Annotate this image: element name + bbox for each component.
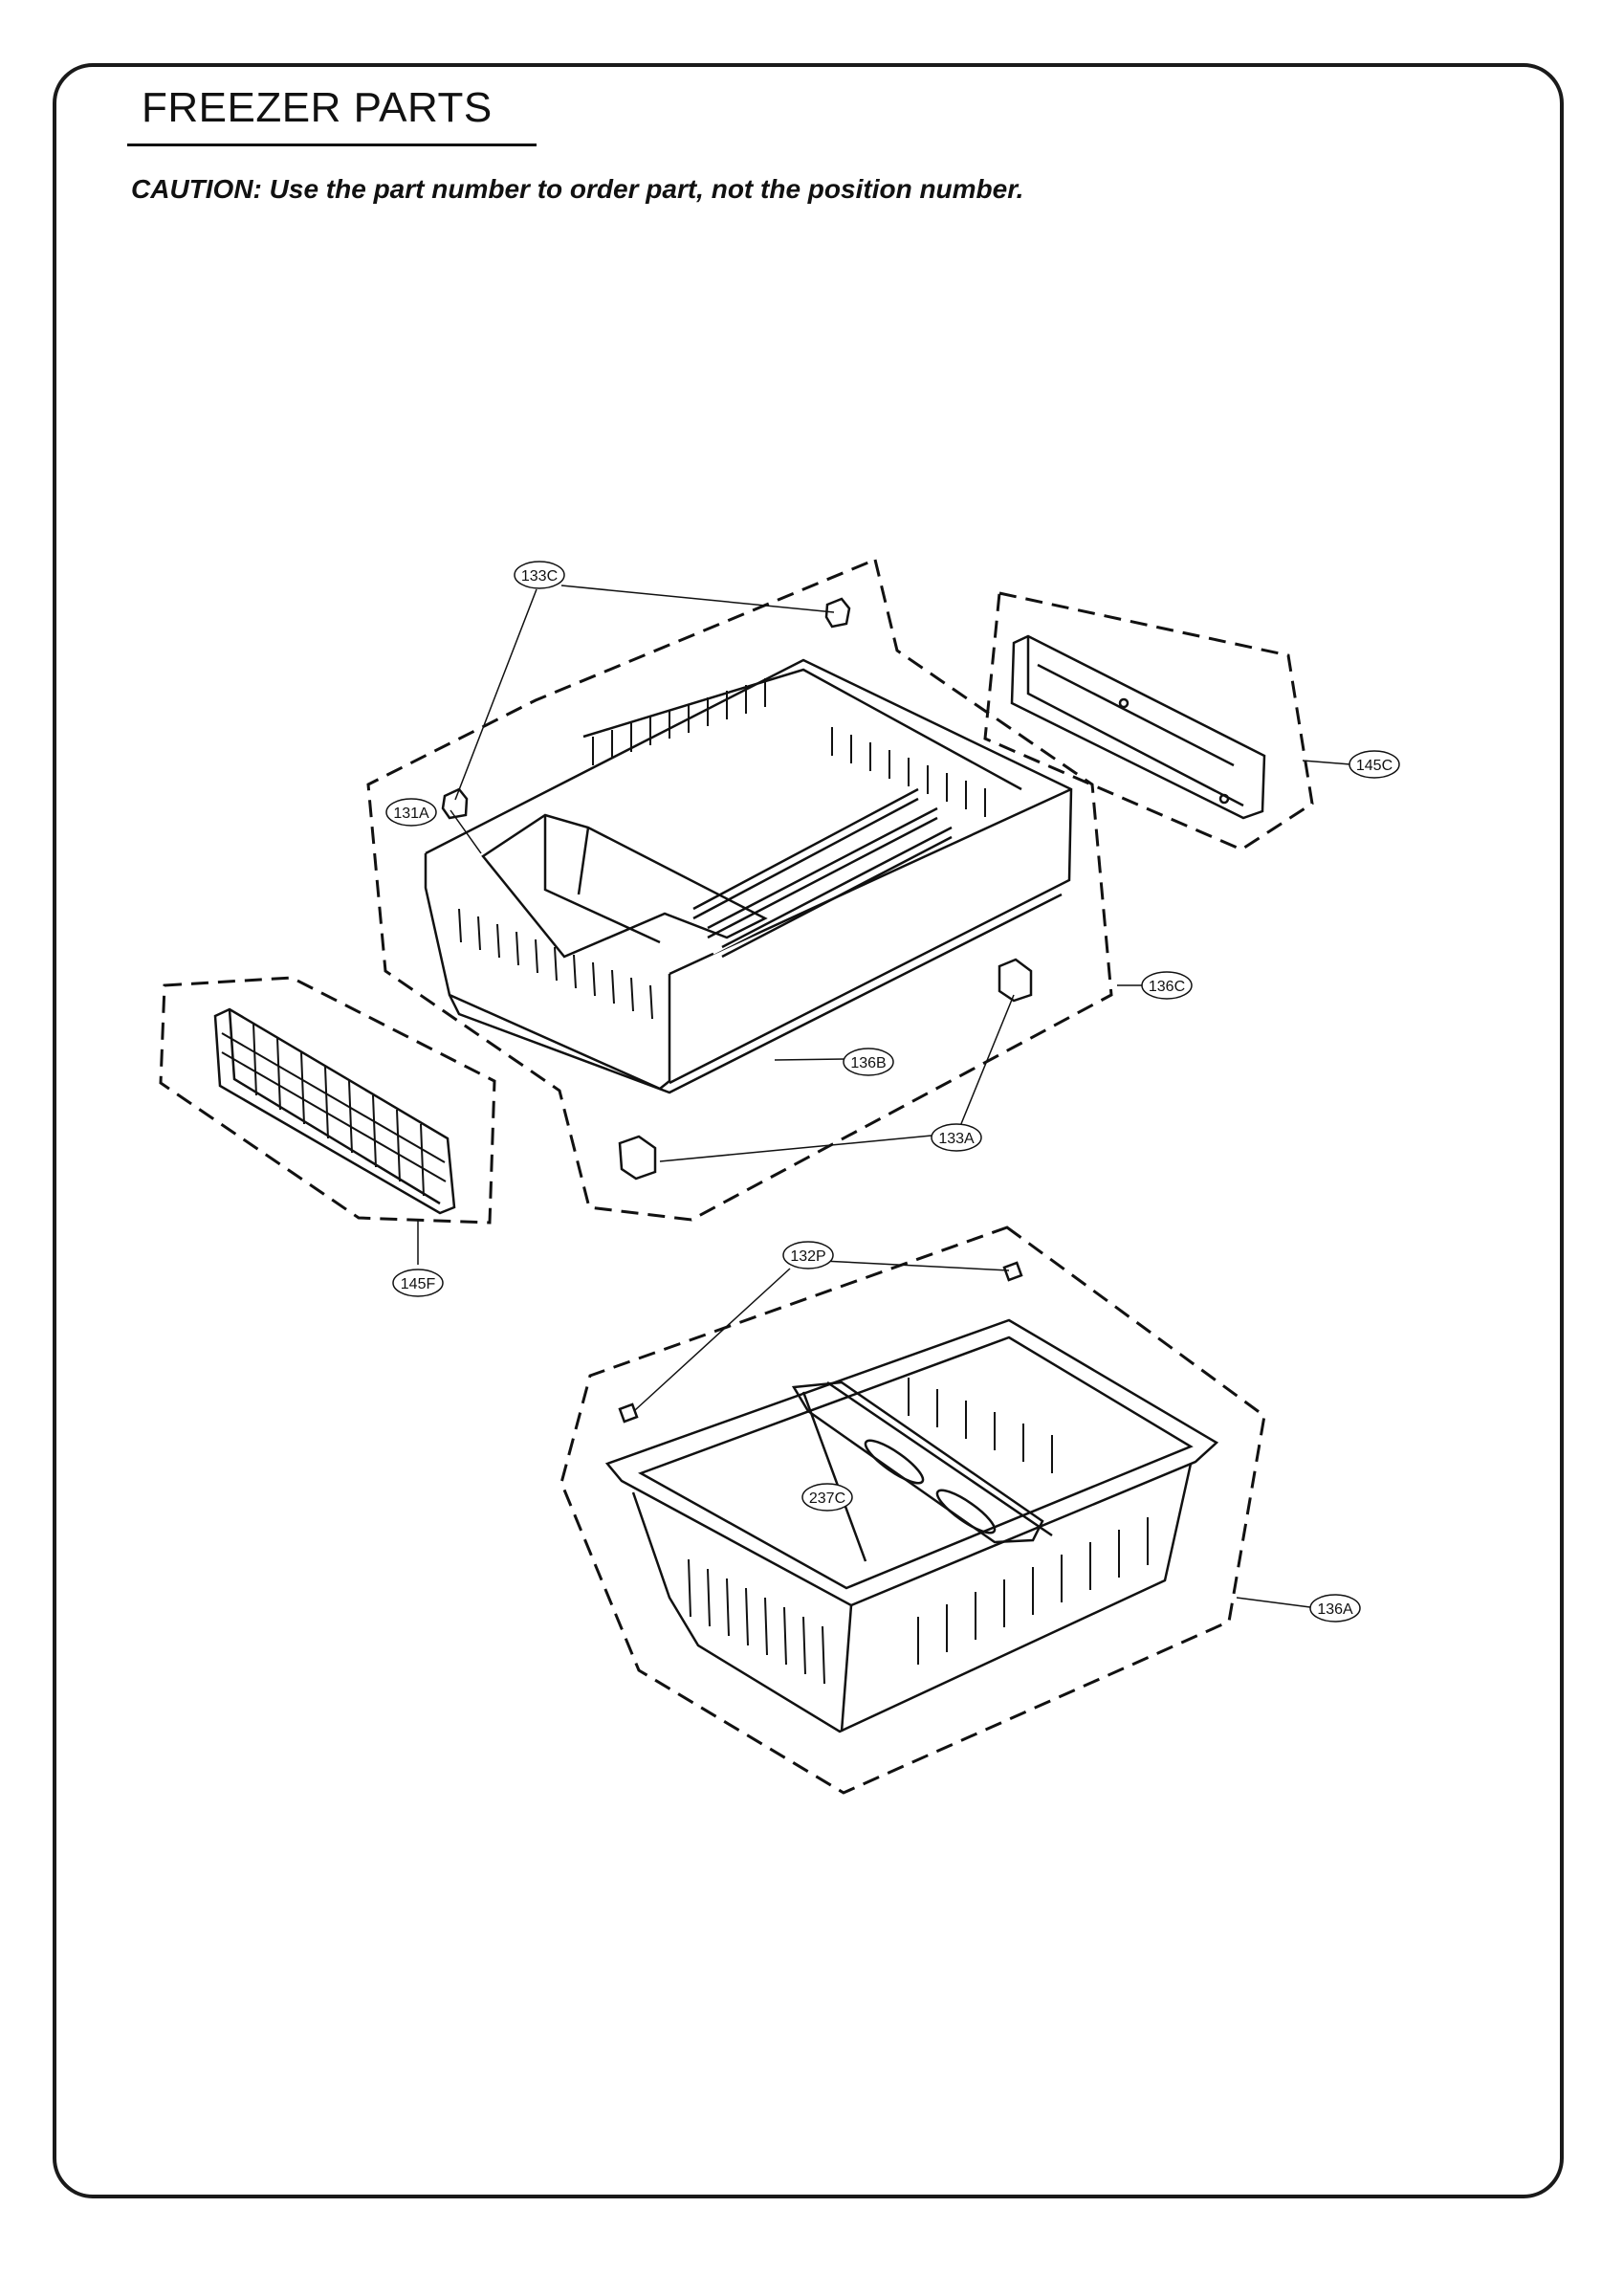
callout-237c-label: 237C (809, 1490, 845, 1507)
page-title: FREEZER PARTS (142, 84, 493, 131)
boundary-upper-drawer (366, 557, 1113, 1222)
callout-136c: 136C (1141, 971, 1193, 1000)
inner-tray-131a (481, 813, 768, 959)
cover-145f (213, 1007, 456, 1215)
lower-basket-136a (604, 1318, 1219, 1733)
stopper-133a-front (618, 1135, 657, 1181)
stopper-133a-back (998, 958, 1033, 1003)
leader-lines (417, 585, 1351, 1608)
title-underline (127, 144, 537, 146)
callout-132p: 132P (782, 1241, 834, 1269)
callout-133a-label: 133A (938, 1131, 975, 1147)
clip-132p-right (1002, 1261, 1023, 1282)
drawer-slots (458, 678, 986, 1020)
stopper-133c-left (441, 787, 469, 820)
stopper-133c-right (824, 597, 851, 629)
clips-132p (618, 1261, 1023, 1424)
page-frame (53, 63, 1564, 2198)
caution-note: CAUTION: Use the part number to order pa… (131, 174, 1024, 204)
rail-145c (1010, 634, 1266, 820)
group-boundaries (159, 557, 1314, 1795)
upper-drawer-136b (424, 658, 1073, 1094)
callout-136a: 136A (1309, 1594, 1361, 1623)
callout-131a: 131A (385, 798, 437, 827)
callout-133a: 133A (931, 1123, 982, 1152)
callout-145f: 145F (392, 1269, 444, 1297)
callout-136b: 136B (843, 1048, 894, 1076)
callout-131a-label: 131A (393, 806, 429, 822)
boundary-rail-145c (983, 591, 1314, 851)
callout-136a-label: 136A (1317, 1601, 1353, 1618)
callout-132p-label: 132P (790, 1248, 825, 1265)
boundary-cover-145f (159, 976, 496, 1225)
callout-136c-label: 136C (1149, 979, 1185, 995)
divider-237c (791, 1380, 1044, 1544)
callout-133c-label: 133C (521, 568, 558, 585)
callout-133c: 133C (514, 561, 565, 589)
callout-145f-label: 145F (401, 1276, 436, 1292)
callout-136b-label: 136B (850, 1055, 886, 1071)
callouts: 133C 131A 145C 136C 136B 133A 145F 132P (385, 561, 1400, 1623)
callout-145c-label: 145C (1356, 758, 1393, 774)
callout-237c: 237C (801, 1483, 853, 1512)
cover-grid (221, 1023, 447, 1197)
boundary-lower-basket (559, 1225, 1266, 1795)
basket-slots (688, 1378, 1149, 1685)
callout-145c: 145C (1349, 750, 1400, 779)
clip-132p-left (618, 1402, 639, 1424)
